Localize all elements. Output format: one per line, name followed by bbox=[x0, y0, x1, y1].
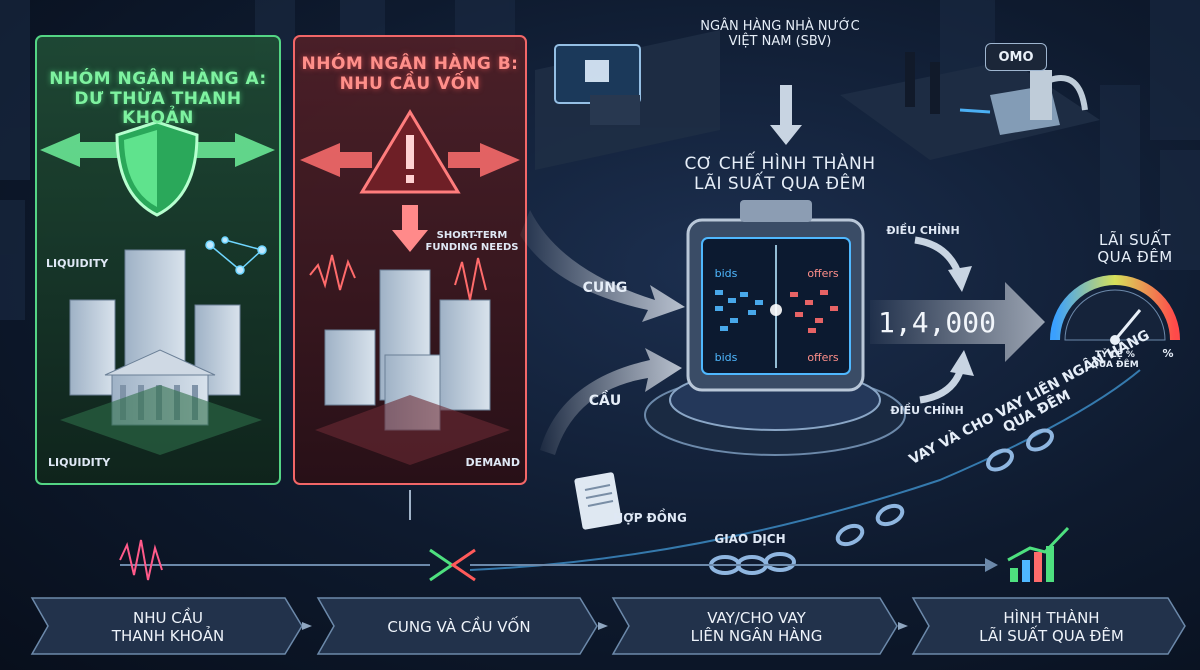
rate-display: 1,4,000 bbox=[878, 306, 997, 339]
offers-label-bottom: offers bbox=[807, 351, 839, 364]
adjust-label-top: ĐIỀU CHỈNH bbox=[886, 224, 960, 237]
step-liquidity-demand: NHU CẦU THANH KHOẢN bbox=[111, 609, 225, 645]
step-supply-demand: CUNG VÀ CẦU VỐN bbox=[387, 618, 531, 636]
liquidity-label-top: LIQUIDITY bbox=[46, 257, 109, 270]
step-interbank-lending: VAY/CHO VAY LIÊN NGÂN HÀNG bbox=[690, 609, 823, 645]
rate-title: LÃI SUẤT QUA ĐÊM bbox=[1097, 231, 1173, 267]
omo-valve bbox=[959, 70, 1088, 135]
panel-group-a bbox=[35, 35, 281, 485]
funding-needs-label: SHORT-TERM FUNDING NEEDS bbox=[425, 230, 519, 253]
panel-group-b bbox=[293, 35, 527, 485]
group-a-title: NHÓM NGÂN HÀNG A: DƯ THỪA THANH KHOẢN bbox=[49, 69, 267, 129]
step-rate-formation: HÌNH THÀNH LÃI SUẤT QUA ĐÊM bbox=[979, 609, 1124, 645]
percent-sign: % bbox=[1162, 347, 1174, 360]
offers-label-top: offers bbox=[807, 267, 839, 280]
sbv-scene bbox=[535, 30, 1100, 170]
bids-label-top: bids bbox=[714, 267, 738, 280]
supply-label: CUNG bbox=[582, 280, 628, 296]
mechanism-title: CƠ CHẾ HÌNH THÀNH LÃI SUẤT QUA ĐÊM bbox=[684, 154, 876, 194]
liquidity-label-bottom: LIQUIDITY bbox=[48, 456, 111, 469]
transaction-label: GIAO DỊCH bbox=[714, 532, 786, 546]
gauge-label: TỶ LỆ % QUA ĐÊM bbox=[1091, 350, 1139, 371]
contract-label: HỢP ĐỒNG bbox=[613, 511, 687, 525]
bids-label-bottom: bids bbox=[714, 351, 738, 364]
bar-chart-icon bbox=[1007, 526, 1070, 582]
rate-gauge bbox=[1050, 275, 1180, 345]
sbv-title: NGÂN HÀNG NHÀ NƯỚC VIỆT NAM (SBV) bbox=[700, 19, 860, 49]
contract-document bbox=[574, 472, 622, 530]
group-b-title: NHÓM NGÂN HÀNG B: NHU CẦU VỐN bbox=[301, 54, 519, 94]
process-steps bbox=[30, 597, 1186, 655]
rate-mechanism-machine bbox=[644, 200, 906, 456]
demand-flow-label: CẦU bbox=[588, 393, 622, 409]
adjust-label-bottom: ĐIỀU CHỈNH bbox=[890, 404, 964, 417]
demand-label: DEMAND bbox=[465, 456, 520, 469]
omo-badge: OMO bbox=[985, 43, 1047, 71]
